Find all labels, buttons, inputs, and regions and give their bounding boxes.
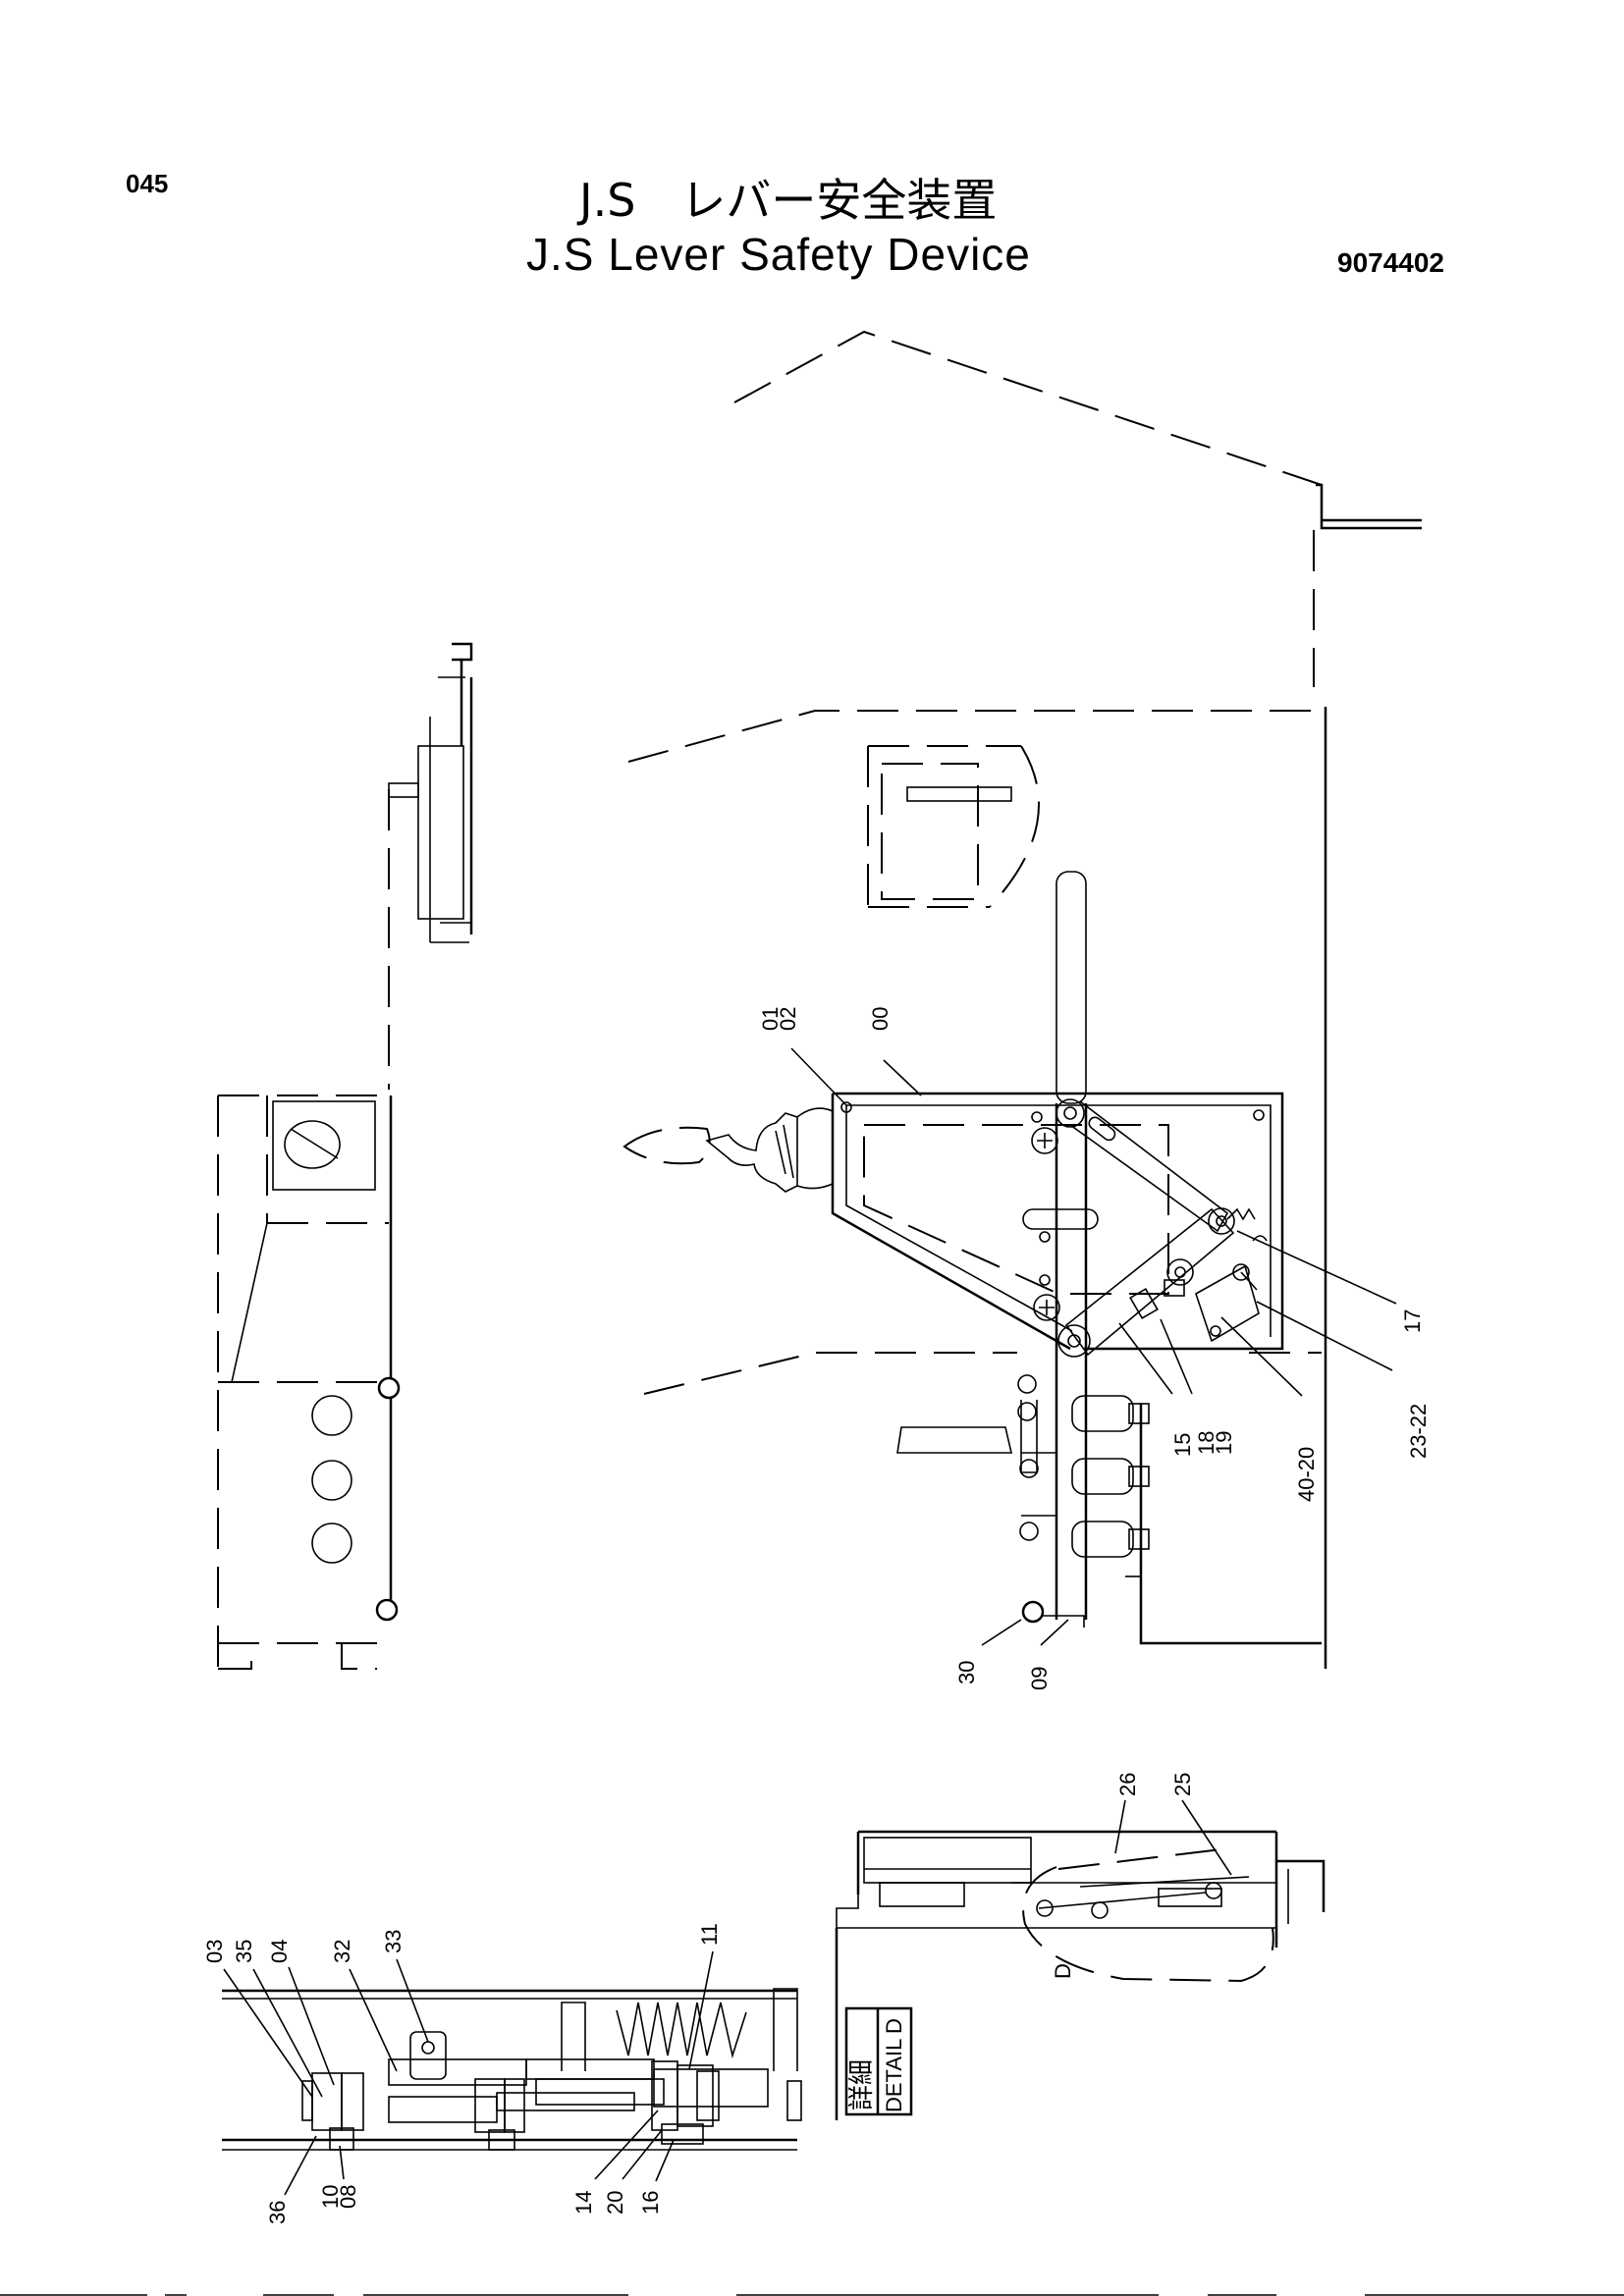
callout-17: 17 (1400, 1309, 1425, 1333)
callout-15: 15 (1170, 1433, 1195, 1457)
callout-02: 02 (776, 1007, 800, 1031)
cab-phantom-outline (627, 330, 1422, 1669)
callout-19: 19 (1212, 1431, 1236, 1455)
callout-33: 33 (381, 1930, 406, 1953)
callout-03: 03 (202, 1940, 227, 1963)
monitor-phantom (867, 745, 1040, 908)
callout-18: 18 (1194, 1431, 1218, 1455)
side-view-console (217, 1095, 401, 1670)
callout-09: 09 (1027, 1667, 1052, 1690)
callout-04: 04 (267, 1940, 292, 1963)
callout-10: 10 (318, 2185, 343, 2209)
detail-side-view (835, 1830, 1326, 2120)
detail-label-box: 詳細 DETAIL D (844, 2006, 913, 2116)
title-english: J.S Lever Safety Device (526, 229, 1031, 280)
callout-35: 35 (232, 1940, 256, 1963)
callout-26: 26 (1115, 1773, 1140, 1796)
detail-letter: D (882, 2018, 906, 2034)
callout-11: 11 (697, 1923, 722, 1946)
detail-plan-view (222, 1988, 802, 2151)
callout-detail-d: D (1051, 1963, 1075, 1979)
callout-30: 30 (954, 1661, 979, 1684)
title-japanese: J.S レバー安全装置 (579, 174, 998, 227)
callouts: 01 02 00 17 23-22 40-20 18 19 15 30 09 2… (202, 1007, 1431, 2224)
page-number: 045 (126, 169, 169, 198)
callout-08: 08 (336, 2185, 360, 2209)
joystick-lever (623, 1107, 834, 1193)
callout-01: 01 (758, 1007, 783, 1031)
leader-lines (223, 1047, 1397, 2196)
callout-40-20: 40-20 (1294, 1447, 1319, 1502)
callout-14: 14 (571, 2191, 596, 2215)
detail-label-en: DETAIL (882, 2039, 906, 2112)
callout-20: 20 (603, 2191, 627, 2215)
callout-32: 32 (330, 1940, 354, 1963)
callout-16: 16 (638, 2191, 663, 2215)
callout-25: 25 (1170, 1773, 1195, 1796)
detail-label-ja: 詳細 (846, 2059, 876, 2110)
callout-36: 36 (265, 2201, 290, 2224)
callout-23-22: 23-22 (1406, 1404, 1431, 1459)
lever-bracket-assembly (831, 871, 1284, 1620)
drawing-number: 9074402 (1337, 247, 1445, 278)
callout-00: 00 (868, 1007, 893, 1031)
valve-bank (896, 1374, 1322, 1645)
side-view-bracket (388, 642, 473, 1090)
